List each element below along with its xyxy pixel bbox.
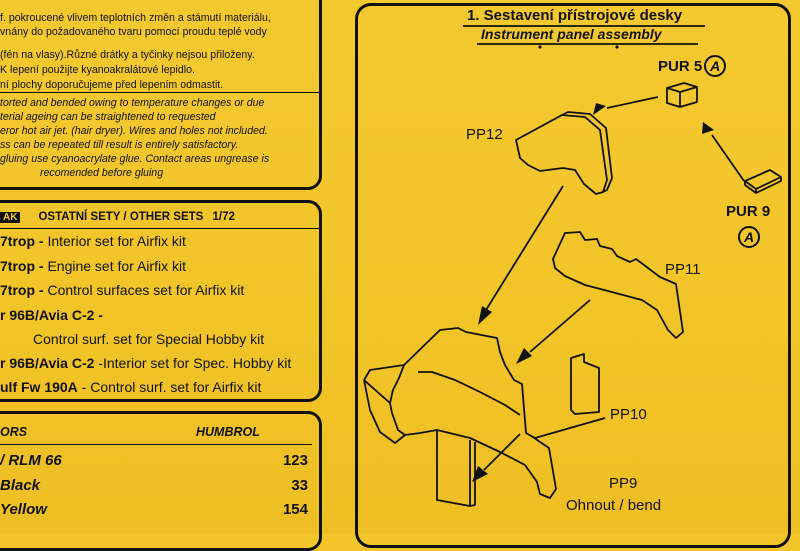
pp10-part [570,353,600,415]
other-sets-box [0,200,322,402]
note-en-line: terial ageing can be straightened to req… [0,111,216,123]
note-en-line: ss can be repeated till result is entire… [0,139,239,151]
colors-divider [0,444,312,445]
set-item: 7trop - Control surfaces set for Airfix … [0,282,245,298]
pp11-label: PP11 [665,261,701,278]
arrow-head [472,466,488,482]
note-en-line: torted and bended owing to temperature c… [0,97,265,109]
color-name: Black [0,477,41,494]
arrow-head [478,306,492,325]
step-title: 1. Sestavení přístrojové desky [467,7,683,24]
other-sets-title: OSTATNÍ SETY / OTHER SETS [38,211,204,223]
arrow-head [702,122,714,134]
set-item: 7trop - Interior set for Airfix kit [0,233,186,249]
note-cz-line: ní plochy doporučujeme před lepením odma… [0,79,224,91]
pur9-label: PUR 9 [726,203,771,220]
note-cz-line: K lepení použijte kyanoakralátové lepidl… [0,64,195,76]
note-en-line: recomended before gluing [40,167,164,179]
pp10-label: PP10 [610,406,647,423]
bend-flap [436,430,471,507]
dot-mark [615,45,619,49]
color-number: 154 [282,501,308,518]
pp9-thickness [363,364,406,444]
notes-divider [0,92,320,93]
humbrol-header: HUMBROL [196,425,260,439]
note-cz-line: f. pokroucené vlivem teplotních změn a s… [0,12,271,24]
a-marker-icon: A [738,226,760,248]
color-name: Yellow [0,501,47,518]
bend-flap-edge [469,442,476,507]
brand-badge: AK [0,212,21,223]
a-marker-icon: A [704,55,727,77]
other-sets-heading: AK OSTATNÍ SETY / OTHER SETS 1/72 [0,211,235,223]
note-en-line: eror hot air jet. (hair dryer). Wires an… [0,125,268,137]
assembly-diagram [363,25,782,507]
pp12-leader [485,185,564,311]
dot-mark [538,45,542,49]
pp9-slot [418,371,521,416]
step-subtitle: Instrument panel assembly [481,26,662,42]
set-item: Control surf. set for Special Hobby kit [33,331,265,347]
set-item: ulf Fw 190A - Control surf. set for Airf… [0,379,262,395]
note-cz-line: (fén na vlasy).Různé drátky a tyčinky ne… [0,49,255,61]
pur5-part [666,82,698,108]
pp12-thickness [561,111,613,193]
bend-label: Ohnout / bend [566,497,662,514]
set-item: r 96B/Avia C-2 -Interior set for Spec. H… [0,355,292,371]
arrow-head [516,348,532,364]
bend-leader [483,433,521,471]
color-number: 123 [282,452,308,469]
other-sets-scale: 1/72 [212,211,235,223]
pp10-leader [534,417,606,439]
colors-header: ORS [0,425,28,439]
note-cz-line: vnány do požadovaného tvaru pomocí proud… [0,26,267,38]
pur9-part [744,169,782,194]
pp9-label: PP9 [609,475,638,492]
set-item: 7trop - Engine set for Airfix kit [0,258,186,274]
notes-box [0,0,322,190]
pp12-label: PP12 [466,126,503,143]
note-en-line: gluing use cyanoacrylate glue. Contact a… [0,153,270,165]
color-name: / RLM 66 [0,452,62,469]
sets-divider [0,228,320,229]
pur9-marker: A [736,226,760,248]
color-number: 33 [291,477,308,494]
pp11-part [552,231,684,339]
set-item: r 96B/Avia C-2 - [0,307,103,323]
arrow-head [593,103,606,115]
pp12-part [515,114,608,195]
pur5-leader [606,96,659,109]
pp11-leader [529,299,591,353]
pur9-leader [711,134,745,182]
pp9-part [389,327,557,499]
